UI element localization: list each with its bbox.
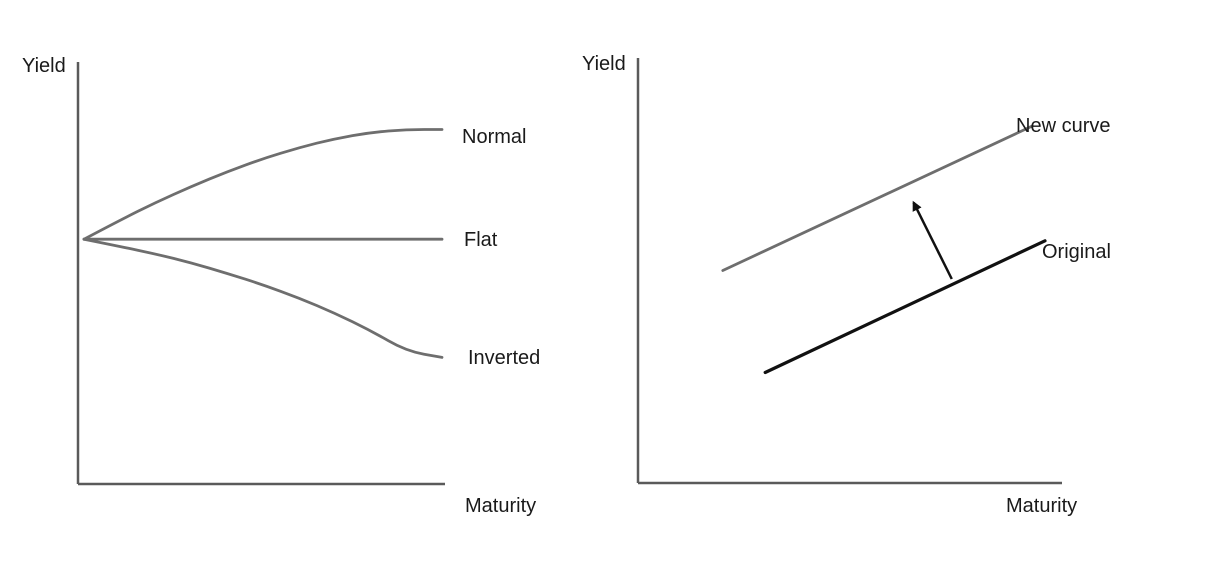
left-x-axis-label: Maturity (465, 495, 536, 517)
series-label-original: Original (1042, 241, 1111, 263)
series-line-new-curve (721, 124, 1034, 272)
right-series-group (721, 124, 1047, 375)
yield-curve-shift-chart: Yield Maturity New curve Original (582, 53, 1111, 517)
series-label-new-curve: New curve (1016, 115, 1110, 137)
right-y-axis-label: Yield (582, 53, 626, 75)
series-line-inverted (82, 237, 444, 359)
series-line-original (763, 239, 1047, 375)
yield-curve-shapes-chart: Yield Maturity Normal Flat Inverted (22, 55, 540, 517)
series-label-inverted: Inverted (468, 347, 540, 369)
series-label-flat: Flat (464, 229, 498, 251)
series-line-normal (82, 128, 444, 241)
left-y-axis-label: Yield (22, 55, 66, 77)
series-label-normal: Normal (462, 126, 526, 148)
left-series-group (82, 128, 444, 359)
shift-arrow (912, 200, 953, 280)
right-x-axis-label: Maturity (1006, 495, 1077, 517)
